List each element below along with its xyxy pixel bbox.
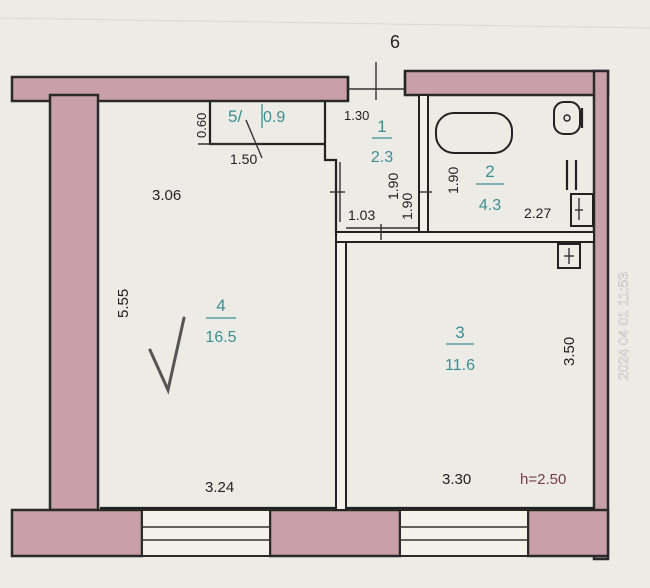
toilet-icon <box>553 101 584 135</box>
left-wall <box>48 93 100 512</box>
window-right <box>399 509 529 557</box>
dim-hall-height: 1.90 <box>385 173 401 200</box>
room-3-area: 11.6 <box>445 357 475 374</box>
dim-hall-width: 1.03 <box>348 207 375 223</box>
sink-icon <box>557 243 581 269</box>
building-number: 6 <box>390 32 400 52</box>
pipe-riser-icon <box>565 160 578 190</box>
room-3-number: 3 <box>455 323 464 342</box>
room-4-number: 4 <box>216 296 225 315</box>
room-5-label: 5/ <box>228 107 242 126</box>
room-1-area: 2.3 <box>371 149 393 166</box>
bottom-wall-right <box>526 508 610 558</box>
dim-hall-height-2: 1.90 <box>399 193 415 220</box>
radiator-icon <box>570 193 594 227</box>
room-fraction-lines <box>206 104 504 345</box>
bottom-wall-left <box>10 508 144 558</box>
room-5-area: 0.9 <box>263 109 285 126</box>
dim-hall-top: 1.30 <box>344 108 369 123</box>
dim-room3-height: 3.50 <box>561 337 578 366</box>
checkmark-icon <box>148 316 186 395</box>
dim-closet-depth: 0.60 <box>194 113 209 138</box>
ceiling-height: h=2.50 <box>520 471 566 488</box>
room-2-area: 4.3 <box>479 197 501 214</box>
dim-closet-width: 1.50 <box>230 151 257 167</box>
dim-room4-top: 3.06 <box>152 187 181 204</box>
dim-room4-bottom: 3.24 <box>205 479 234 496</box>
entrance-opening <box>346 62 407 101</box>
dim-bath-width: 2.27 <box>524 205 551 221</box>
door-marks <box>198 119 432 240</box>
dim-bath-height: 1.90 <box>445 167 461 194</box>
room-4-area: 16.5 <box>205 329 236 346</box>
top-wall-right <box>403 69 610 97</box>
dim-room3-bottom: 3.30 <box>442 471 471 488</box>
dim-room4-height: 5.55 <box>115 289 132 318</box>
right-wall <box>592 69 610 561</box>
room-1-number: 1 <box>377 117 386 136</box>
exterior-walls <box>10 69 610 561</box>
photo-timestamp: 2024 04 01 11:53 <box>615 272 631 380</box>
room-2-number: 2 <box>485 162 494 181</box>
bathtub-icon <box>435 112 513 154</box>
window-left <box>141 509 271 557</box>
bottom-wall-mid <box>268 508 402 558</box>
faint-guide-line <box>0 17 650 29</box>
